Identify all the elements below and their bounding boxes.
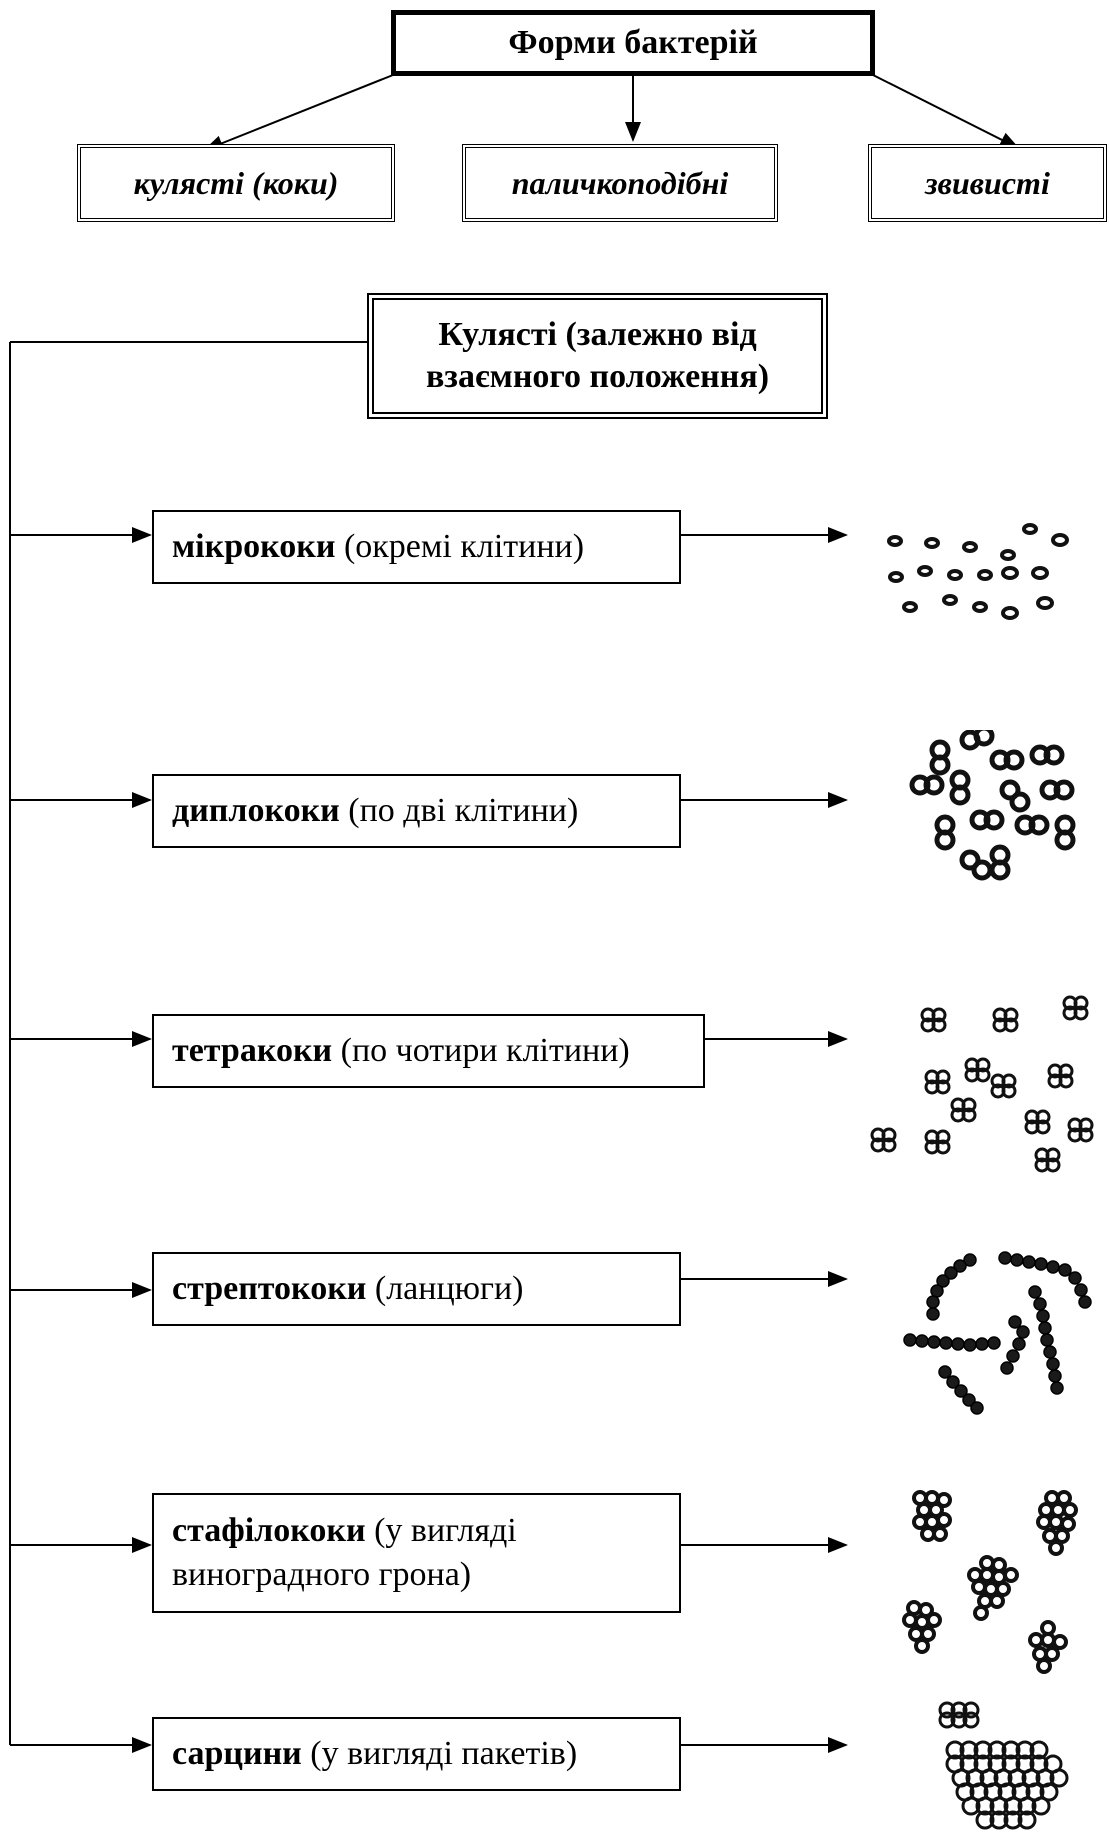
sarcina-illustration — [938, 1701, 1069, 1830]
form-label-spiral: звивисті — [925, 164, 1050, 201]
type-name: тетракоки — [172, 1031, 333, 1069]
type-name: сарцини — [172, 1734, 302, 1772]
type-desc: (по дві клітини) — [339, 791, 579, 829]
type-box-micrococci: мікрококи (окремі клітини) — [152, 510, 681, 584]
type-desc: (окремі клітини) — [335, 527, 585, 565]
type-box-sarcina: сарцини (у вигляді пакетів) — [152, 1717, 681, 1791]
form-box-spiral: звивисті — [868, 144, 1107, 222]
form-label-cocci: кулясті (коки) — [133, 164, 339, 201]
type-box-streptococci: стрептококи (ланцюги) — [152, 1252, 681, 1326]
micrococci-illustration — [887, 523, 1069, 620]
type-desc: (у вигляді виноградного грона) — [172, 1511, 517, 1593]
type-box-tetracocci: тетракоки (по чотири клітини) — [152, 1014, 705, 1088]
spherical-header-box: Кулясті (залежно від взаємного положення… — [367, 293, 828, 419]
type-name: диплококи — [172, 791, 340, 829]
type-name: стафілококи — [172, 1511, 366, 1549]
tetracocci-illustration — [870, 995, 1094, 1173]
type-box-diplococci: диплококи (по дві клітини) — [152, 774, 681, 848]
type-name: стрептококи — [172, 1269, 367, 1307]
streptococci-illustration — [903, 1251, 1092, 1415]
type-desc: (по чотири клітини) — [332, 1031, 630, 1069]
form-label-rod: паличкоподібні — [511, 164, 729, 201]
type-name: мікрококи — [172, 527, 336, 565]
diagram-title: Форми бактерій — [508, 23, 758, 61]
spherical-header: Кулясті (залежно від взаємного положення… — [425, 315, 770, 396]
form-box-cocci: кулясті (коки) — [77, 144, 395, 222]
form-box-rod: паличкоподібні — [462, 144, 778, 222]
staphylococci-illustration — [902, 1490, 1078, 1674]
diagram-title-box: Форми бактерій — [391, 10, 875, 76]
diplococci-illustration — [909, 730, 1076, 881]
type-desc: (ланцюги) — [366, 1269, 524, 1307]
type-box-staphylococci: стафілококи (у вигляді виноградного грон… — [152, 1493, 681, 1613]
type-desc: (у вигляді пакетів) — [301, 1734, 578, 1772]
